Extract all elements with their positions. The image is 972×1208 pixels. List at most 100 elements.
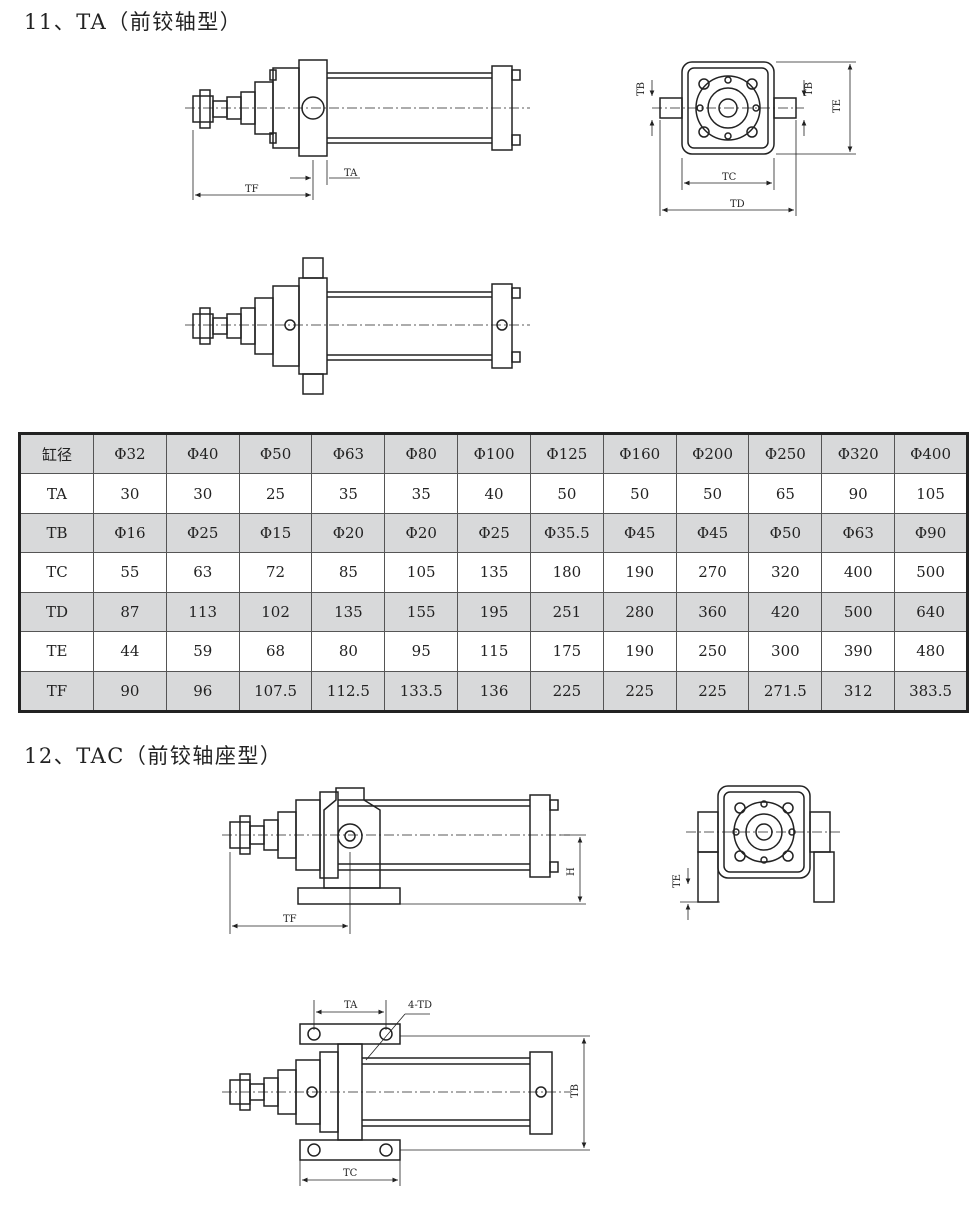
table-cell: 400	[821, 552, 896, 593]
table-cell: 383.5	[894, 670, 968, 713]
table-cell: 35	[311, 473, 386, 514]
table-cell: Φ250	[748, 432, 823, 475]
table-cell: Φ50	[238, 432, 313, 475]
table-cell: 250	[675, 631, 750, 672]
table-cell: 90	[821, 473, 896, 514]
table-cell: 271.5	[748, 670, 823, 713]
ta-side-view	[185, 59, 530, 200]
row-header: TF	[19, 670, 94, 713]
table-cell: Φ63	[311, 432, 386, 475]
table-cell: 30	[165, 473, 240, 514]
ta-label-2: TA	[344, 1000, 358, 1011]
table-cell: 360	[675, 591, 750, 633]
row-header: TC	[19, 552, 94, 593]
table-cell: 390	[821, 631, 896, 672]
table-cell: 68	[238, 631, 313, 672]
table-cell: Φ63	[821, 512, 896, 554]
table-cell: 195	[457, 591, 531, 633]
table-cell: 65	[748, 473, 823, 514]
table-cell: Φ100	[457, 432, 531, 475]
table-cell: 500	[894, 552, 968, 593]
ta-end-view	[649, 61, 856, 216]
table-cell: 96	[165, 670, 240, 713]
table-cell: Φ15	[238, 512, 313, 554]
table-cell: 640	[894, 591, 968, 633]
table-cell: 55	[93, 552, 167, 593]
table-cell: 50	[675, 473, 750, 514]
tf-label-1: TF	[245, 184, 259, 195]
table-cell: 135	[457, 552, 531, 593]
table-cell: Φ40	[165, 432, 240, 475]
table-cell: Φ32	[93, 432, 167, 475]
four-td-label: 4-TD	[408, 1000, 432, 1011]
table-cell: 102	[238, 591, 313, 633]
table-cell: 420	[748, 591, 823, 633]
row-header: TB	[19, 512, 94, 554]
table-cell: 190	[602, 631, 677, 672]
tb-label-1b: TB	[804, 82, 815, 96]
table-cell: Φ45	[602, 512, 677, 554]
table-cell: 135	[311, 591, 386, 633]
table-cell: 300	[748, 631, 823, 672]
table-cell: Φ45	[675, 512, 750, 554]
tc-label-1: TC	[722, 172, 737, 183]
h-label: H	[566, 867, 577, 876]
table-cell: 80	[311, 631, 386, 672]
table-cell: Φ160	[602, 432, 677, 475]
tac-top-view	[222, 1000, 590, 1186]
table-cell: Φ125	[529, 432, 604, 475]
table-cell: 107.5	[238, 670, 313, 713]
table-cell: 190	[602, 552, 677, 593]
table-cell: 133.5	[384, 670, 459, 713]
row-header: 缸径	[19, 432, 94, 475]
row-header: TA	[19, 473, 94, 514]
table-cell: 500	[821, 591, 896, 633]
table-cell: 50	[602, 473, 677, 514]
table-cell: 59	[165, 631, 240, 672]
table-cell: 113	[165, 591, 240, 633]
table-cell: 480	[894, 631, 968, 672]
table-cell: 225	[602, 670, 677, 713]
tc-label-2: TC	[343, 1168, 358, 1179]
table-cell: 115	[457, 631, 531, 672]
table-cell: 112.5	[311, 670, 386, 713]
table-cell: 225	[529, 670, 604, 713]
table-cell: 30	[93, 473, 167, 514]
table-cell: 90	[93, 670, 167, 713]
table-cell: Φ90	[894, 512, 968, 554]
row-header: TD	[19, 591, 94, 633]
table-cell: 85	[311, 552, 386, 593]
table-cell: 180	[529, 552, 604, 593]
table-cell: 72	[238, 552, 313, 593]
table-cell: Φ320	[821, 432, 896, 475]
tf-label-2: TF	[283, 914, 297, 925]
table-cell: Φ35.5	[529, 512, 604, 554]
tac-end-view	[680, 785, 840, 920]
table-cell: 280	[602, 591, 677, 633]
table-cell: Φ25	[457, 512, 531, 554]
table-cell: 63	[165, 552, 240, 593]
te-label-1: TE	[832, 99, 843, 113]
table-cell: 105	[384, 552, 459, 593]
ta-top-view	[185, 257, 530, 395]
table-cell: 175	[529, 631, 604, 672]
table-cell: Φ25	[165, 512, 240, 554]
table-cell: 25	[238, 473, 313, 514]
table-cell: 312	[821, 670, 896, 713]
table-cell: Φ400	[894, 432, 968, 475]
ta-label-1: TA	[344, 168, 358, 179]
table-cell: Φ200	[675, 432, 750, 475]
table-cell: 40	[457, 473, 531, 514]
table-cell: Φ20	[311, 512, 386, 554]
table-cell: 155	[384, 591, 459, 633]
table-cell: Φ50	[748, 512, 823, 554]
tb-label-1a: TB	[636, 82, 647, 96]
table-cell: 95	[384, 631, 459, 672]
